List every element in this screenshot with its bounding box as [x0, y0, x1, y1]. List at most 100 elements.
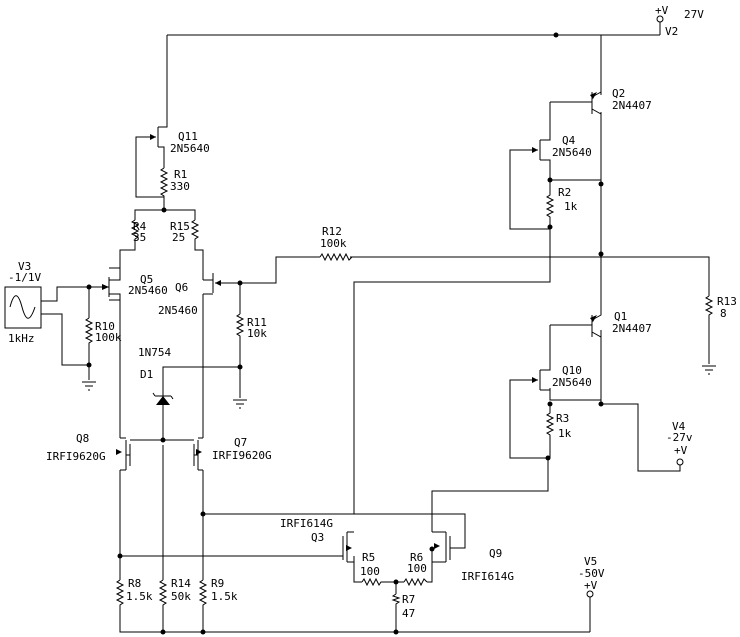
q7-part: IRFI9620G: [212, 449, 272, 462]
svg-text:-1/1V: -1/1V: [8, 271, 41, 284]
r1-value: 330: [170, 180, 190, 193]
r3-resistor: [545, 408, 555, 442]
r15-value: 25: [172, 231, 185, 244]
r7-value: 47: [402, 607, 415, 620]
q9-label: Q9: [489, 547, 502, 560]
r4-value: 35: [133, 231, 146, 244]
q3-part: IRFI614G: [280, 517, 333, 530]
q6-label: Q6: [175, 281, 188, 294]
r6-resistor: [403, 577, 428, 587]
r12-label: R12: [322, 225, 342, 238]
svg-text:V5: V5: [584, 555, 597, 568]
r8-value: 1.5k: [126, 590, 153, 603]
svg-text:-50V: -50V: [578, 567, 605, 580]
q8-part: IRFI9620G: [46, 450, 106, 463]
r2-value: 1k: [564, 200, 578, 213]
q7-label: Q7: [234, 436, 247, 449]
r14-label: R14: [171, 577, 191, 590]
r6-label: R6: [410, 551, 423, 564]
q2-part: 2N4407: [612, 99, 652, 112]
q4-part: 2N5640: [552, 146, 592, 159]
q3-label: Q3: [311, 531, 324, 544]
r10-resistor: [84, 317, 94, 345]
q5-part: 2N5460: [128, 284, 168, 297]
r8-resistor: [115, 579, 125, 608]
svg-text:+V: +V: [655, 4, 669, 17]
q2-label: Q2: [612, 87, 625, 100]
r1-resistor: [159, 167, 169, 200]
q9-transistor: [431, 526, 451, 563]
svg-text:V4: V4: [672, 420, 686, 433]
q1-part: 2N4407: [612, 322, 652, 335]
d1-label: D1: [140, 368, 153, 381]
q2-transistor: [588, 88, 602, 115]
q6-transistor: [202, 268, 221, 300]
r3-value: 1k: [558, 427, 572, 440]
r5-value: 100: [360, 565, 380, 578]
q11-part: 2N5640: [170, 142, 210, 155]
r3-label: R3: [556, 412, 569, 425]
q11-transistor: [150, 120, 168, 155]
r9-value: 1.5k: [211, 590, 238, 603]
r1-label: R1: [174, 168, 187, 181]
svg-text:V2: V2: [665, 25, 678, 38]
q7-transistor: [193, 437, 203, 471]
q10-transistor: [532, 345, 551, 391]
d1-zener-diode: [152, 392, 174, 410]
v4-supply-terminal: V4 -27v +V: [666, 420, 693, 466]
r15-label: R15: [170, 220, 190, 233]
svg-text:27V: 27V: [684, 8, 704, 21]
r11-resistor: [235, 313, 245, 338]
q11-label: Q11: [178, 130, 198, 143]
r11-value: 10k: [247, 327, 267, 340]
svg-text:V3: V3: [18, 260, 31, 273]
r2-label: R2: [558, 186, 571, 199]
r4-resistor: [130, 219, 140, 240]
q6-part: 2N5460: [158, 304, 198, 317]
q5-transistor: [102, 267, 121, 301]
r9-resistor: [198, 579, 208, 608]
r13-resistor: [704, 295, 714, 318]
r5-resistor: [361, 577, 384, 587]
r14-value: 50k: [171, 590, 191, 603]
transistors: [102, 88, 602, 563]
v3-signal-source: V3 -1/1V 1kHz: [4, 260, 42, 345]
r7-resistor: [391, 593, 401, 605]
svg-text:1kHz: 1kHz: [8, 332, 35, 345]
q4-transistor: [532, 120, 551, 165]
svg-text:+V: +V: [584, 579, 598, 592]
r10-value: 100k: [95, 331, 122, 344]
r12-resistor: [319, 252, 353, 262]
svg-text:+V: +V: [674, 444, 688, 457]
r15-resistor: [190, 219, 200, 240]
v2-supply-terminal: +V 27V V2: [655, 4, 704, 38]
component-labels: Q11 2N5640 R1 330 R4 35 R15 25 R12 100k …: [46, 87, 737, 620]
r4-label: R4: [133, 220, 147, 233]
r8-label: R8: [128, 577, 141, 590]
junction-dots: [86, 32, 604, 635]
q8-transistor: [116, 437, 131, 471]
r5-label: R5: [362, 551, 375, 564]
resistors: [84, 167, 714, 608]
r12-value: 100k: [320, 237, 347, 250]
r14-resistor: [158, 579, 168, 608]
r10-label: R10: [95, 320, 115, 333]
q1-transistor: [588, 310, 602, 338]
q1-label: Q1: [614, 310, 627, 323]
r13-label: R13: [717, 295, 737, 308]
r7-label: R7: [402, 593, 415, 606]
q3-transistor: [342, 531, 355, 563]
q4-label: Q4: [562, 134, 576, 147]
r2-resistor: [545, 185, 555, 222]
r11-label: R11: [247, 316, 267, 329]
q9-part: IRFI614G: [461, 570, 514, 583]
wires: [30, 22, 710, 633]
q10-label: Q10: [562, 364, 582, 377]
svg-text:-27v: -27v: [666, 431, 693, 444]
v5-supply-terminal: V5 -50V +V: [578, 555, 605, 598]
r6-value: 100: [407, 562, 427, 575]
d1-part: 1N754: [138, 346, 171, 359]
r13-value: 8: [720, 307, 727, 320]
ground-symbols: [82, 365, 716, 409]
